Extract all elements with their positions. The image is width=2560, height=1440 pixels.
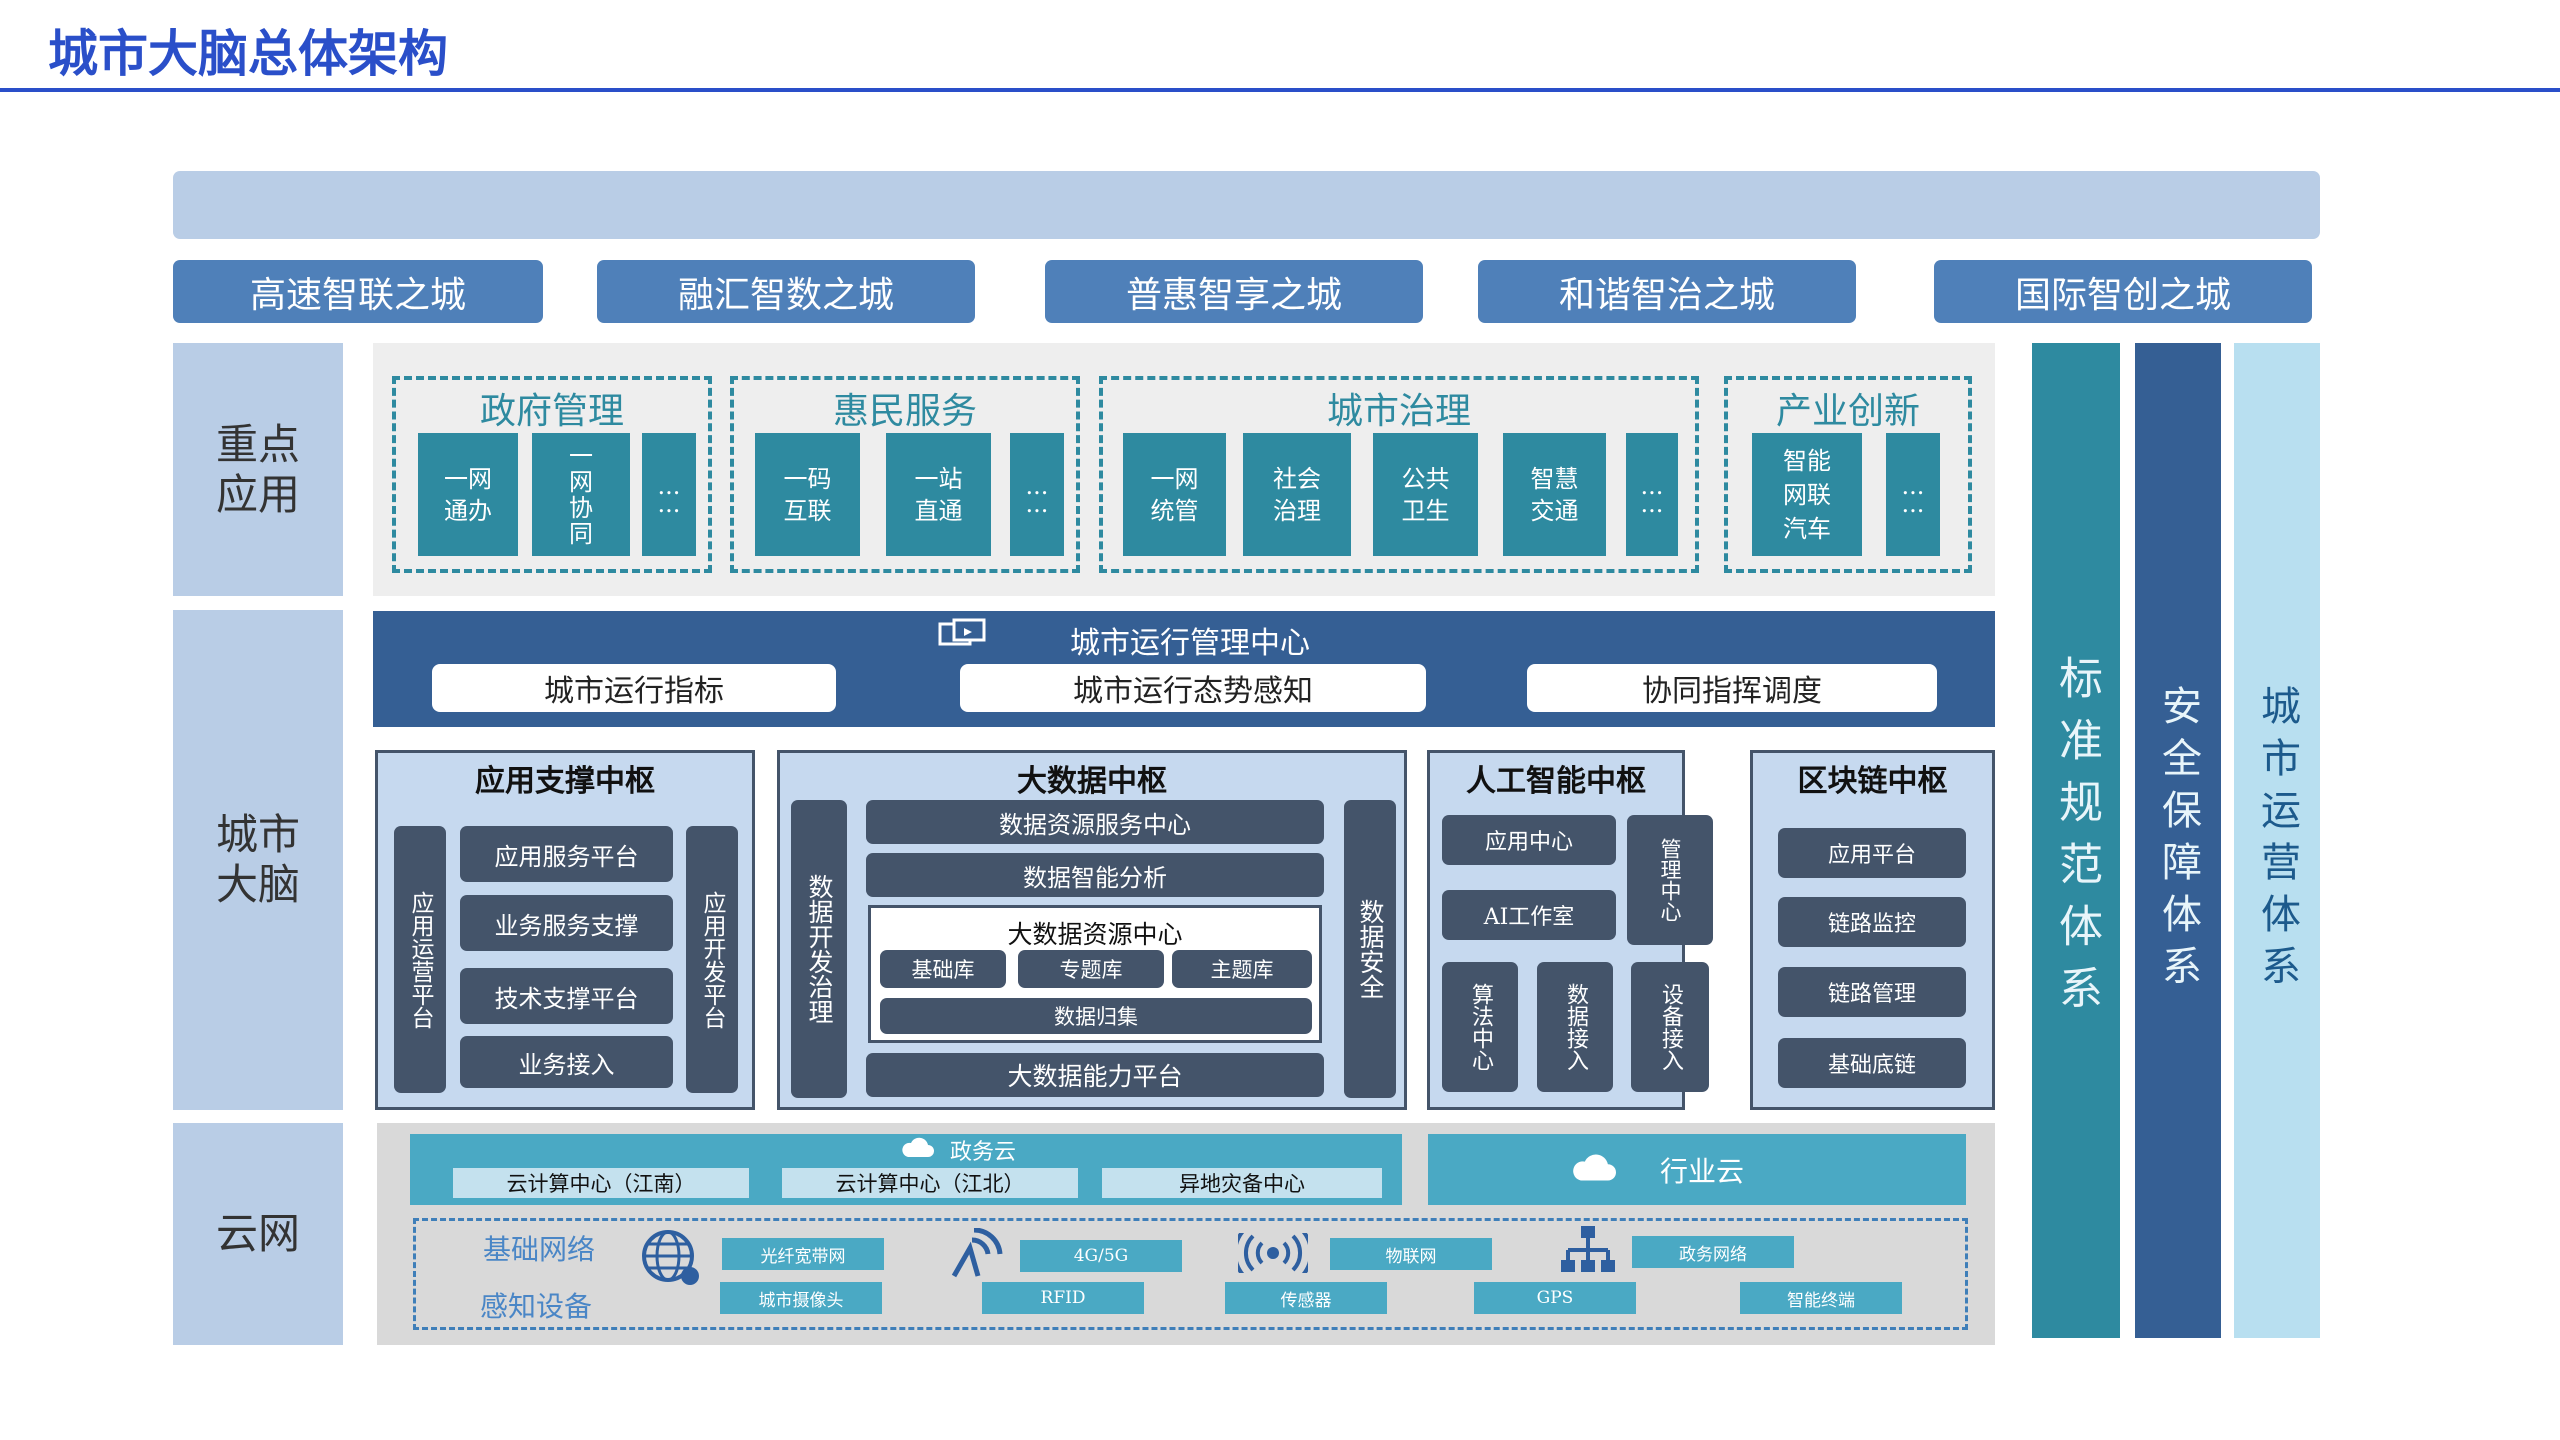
data-library: 主题库 [1172, 950, 1312, 988]
app-group-city-governance [1099, 376, 1699, 573]
network-item: 政务网络 [1632, 1236, 1794, 1268]
industry-cloud-box [1428, 1134, 1966, 1205]
app-item: 一站 直通 [886, 433, 991, 556]
hub-side-bar: 数据开发治理 [791, 800, 847, 1098]
hub-item: 业务服务支撑 [460, 895, 673, 951]
app-item-more: ... ... [1886, 433, 1940, 556]
hub-item: 数据资源服务中心 [866, 800, 1324, 844]
operations-column: 城市运营体系 [2234, 343, 2320, 1338]
hub-title: 应用支撑中枢 [475, 764, 655, 799]
network-item: 4G/5G [1020, 1240, 1182, 1272]
hub-title: 区块链中枢 [1797, 764, 1948, 799]
hub-item: 链路监控 [1778, 897, 1966, 947]
top-band [173, 171, 2320, 239]
hub-item: 数据接入 [1537, 962, 1613, 1092]
network-sensing-box [413, 1218, 1968, 1330]
hub-item: 大数据能力平台 [866, 1053, 1324, 1097]
app-group-title: 政府管理 [479, 391, 624, 432]
app-item: 一码 互联 [755, 433, 860, 556]
app-group-industry-innovation [1724, 376, 1972, 573]
city-pill: 融汇智数之城 [597, 260, 975, 323]
data-library: 基础库 [880, 950, 1006, 988]
hub-side-bar: 数据安全 [1344, 800, 1396, 1098]
app-item: 智能 网联 汽车 [1752, 433, 1862, 556]
app-group-title: 惠民服务 [832, 391, 977, 432]
hub-title: 人工智能中枢 [1466, 764, 1646, 799]
ops-center-title: 城市运行管理中心 [1070, 626, 1310, 661]
app-item-more: ... ... [1010, 433, 1064, 556]
globe-icon [640, 1228, 704, 1288]
hub-item: 链路管理 [1778, 967, 1966, 1017]
sensing-item: GPS [1474, 1282, 1636, 1314]
hub-side-bar: 应用开发平台 [686, 826, 738, 1093]
app-item: 智慧 交通 [1503, 433, 1606, 556]
layer-label-brain: 城市 大脑 [173, 610, 343, 1110]
hub-item: 业务接入 [460, 1036, 673, 1088]
sensing-item: RFID [982, 1282, 1144, 1314]
app-item-more: ... ... [1626, 433, 1678, 556]
network-item: 物联网 [1330, 1238, 1492, 1270]
sensing-label: 感知设备 [480, 1290, 593, 1323]
app-item: 公共 卫生 [1373, 433, 1478, 556]
sensing-item: 智能终端 [1740, 1282, 1902, 1314]
signal-icon [948, 1227, 1006, 1278]
app-item-more: ... ... [642, 433, 696, 556]
app-item: 一网 统管 [1123, 433, 1226, 556]
hub-side-bar: 应用运营平台 [394, 826, 446, 1093]
hub-item: 技术支撑平台 [460, 968, 673, 1024]
title-underline [0, 88, 2560, 92]
app-group-government [392, 376, 712, 573]
app-group-title: 产业创新 [1775, 391, 1920, 432]
city-pill: 和谐智治之城 [1478, 260, 1856, 323]
network-topology-icon [1560, 1226, 1616, 1274]
city-pill: 普惠智享之城 [1045, 260, 1423, 323]
app-item: 一 网 协 同 [532, 433, 630, 556]
hub-item: 基础底链 [1778, 1038, 1966, 1088]
standards-column: 标准规范体系 [2032, 343, 2120, 1338]
cloud-icon [900, 1135, 934, 1159]
app-item: 社会 治理 [1243, 433, 1351, 556]
app-group-title: 城市治理 [1326, 391, 1471, 432]
network-label: 基础网络 [483, 1233, 596, 1266]
hub-item: 算法中心 [1442, 962, 1518, 1092]
monitor-icon [938, 618, 986, 652]
gov-cloud-item: 异地灾备中心 [1102, 1168, 1382, 1198]
data-library: 专题库 [1018, 950, 1164, 988]
industry-cloud-title: 行业云 [1660, 1155, 1745, 1188]
hub-item: 应用中心 [1442, 815, 1616, 865]
city-pill: 高速智联之城 [173, 260, 543, 323]
hub-item: 设备接入 [1631, 962, 1709, 1092]
layer-label-cloud: 云网 [173, 1123, 343, 1345]
gov-cloud-item: 云计算中心（江南） [453, 1168, 749, 1198]
hub-item: 应用服务平台 [460, 826, 673, 882]
gov-cloud-item: 云计算中心（江北） [782, 1168, 1078, 1198]
app-item: 一网 通办 [418, 433, 518, 556]
sensing-item: 传感器 [1225, 1282, 1387, 1314]
security-column: 安全保障体系 [2135, 343, 2221, 1338]
hub-title: 大数据中枢 [1017, 764, 1167, 799]
page-title: 城市大脑总体架构 [48, 25, 448, 83]
layer-label-apps: 重点 应用 [173, 343, 343, 596]
sensing-item: 城市摄像头 [720, 1282, 882, 1314]
wireless-icon [1233, 1228, 1313, 1278]
cloud-icon [1570, 1150, 1616, 1184]
hub-item: 管理中心 [1627, 815, 1713, 945]
app-group-public-service [730, 376, 1080, 573]
network-item: 光纤宽带网 [722, 1238, 884, 1270]
hub-item: AI工作室 [1442, 890, 1616, 940]
hub-item: 数据智能分析 [866, 853, 1324, 897]
gov-cloud-title: 政务云 [950, 1140, 1017, 1165]
data-collect: 数据归集 [880, 998, 1312, 1034]
ops-item: 城市运行指标 [432, 664, 836, 712]
ops-item: 协同指挥调度 [1527, 664, 1937, 712]
city-pill: 国际智创之城 [1934, 260, 2312, 323]
resource-center-title: 大数据资源中心 [1007, 920, 1183, 949]
ops-item: 城市运行态势感知 [960, 664, 1426, 712]
hub-item: 应用平台 [1778, 828, 1966, 878]
